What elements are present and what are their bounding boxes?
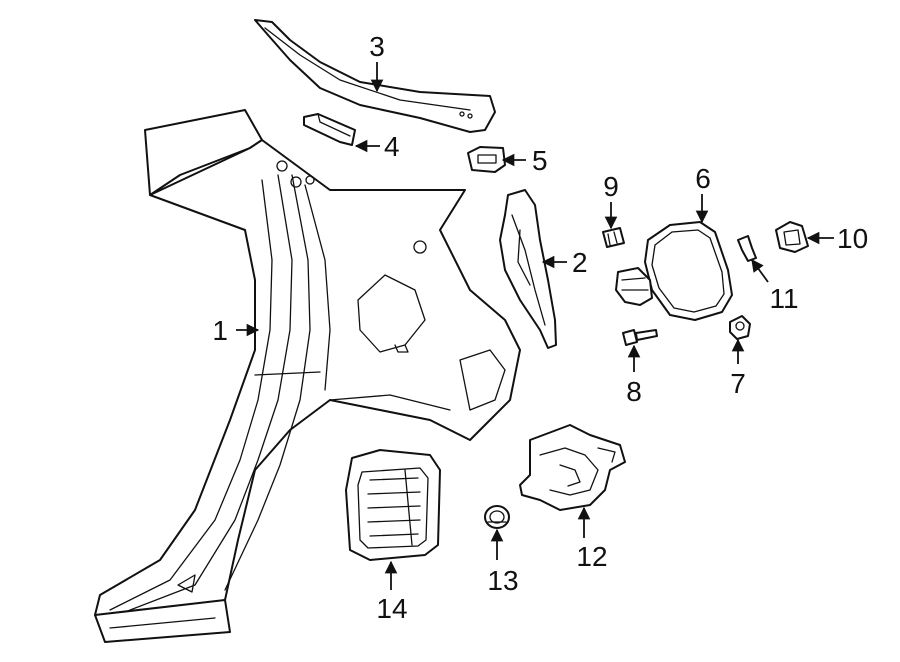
- retainer-drawing: [775, 221, 809, 253]
- leader-11: [751, 258, 769, 283]
- callout-6: 6: [695, 163, 711, 194]
- callout-1: 1: [212, 315, 228, 346]
- hinge-clip-drawing: [737, 235, 757, 262]
- inner-bracket-drawing: [499, 189, 557, 349]
- screw-drawing: [622, 329, 658, 346]
- clip-drawing: [602, 227, 625, 248]
- bumper-drawing: [729, 315, 751, 340]
- callout-4: 4: [384, 131, 400, 162]
- callout-8: 8: [626, 376, 642, 407]
- callout-3: 3: [369, 31, 385, 62]
- filler-pocket-drawing: [345, 449, 441, 561]
- fuel-door-drawing: [615, 221, 733, 321]
- roof-side-rail-drawing: [254, 19, 496, 133]
- callout-5: 5: [532, 145, 548, 176]
- grommet-drawing: [484, 505, 510, 529]
- callout-12: 12: [576, 541, 607, 572]
- callout-labels: 1 2 3 4 5 6 7 8 9 10 11 12 13 14: [212, 31, 868, 624]
- callout-11: 11: [769, 283, 798, 314]
- callout-7: 7: [730, 368, 746, 399]
- callout-9: 9: [603, 171, 619, 202]
- callout-10: 10: [837, 223, 868, 254]
- filler-housing-drawing: [519, 424, 626, 511]
- callout-13: 13: [487, 565, 518, 596]
- clip-plate-drawing: [467, 146, 506, 173]
- leader-lines: [236, 62, 834, 590]
- callout-2: 2: [572, 247, 588, 278]
- callout-14: 14: [376, 593, 407, 624]
- quarter-panel-drawing: [94, 109, 521, 643]
- reinforcement-strip-drawing: [303, 113, 356, 146]
